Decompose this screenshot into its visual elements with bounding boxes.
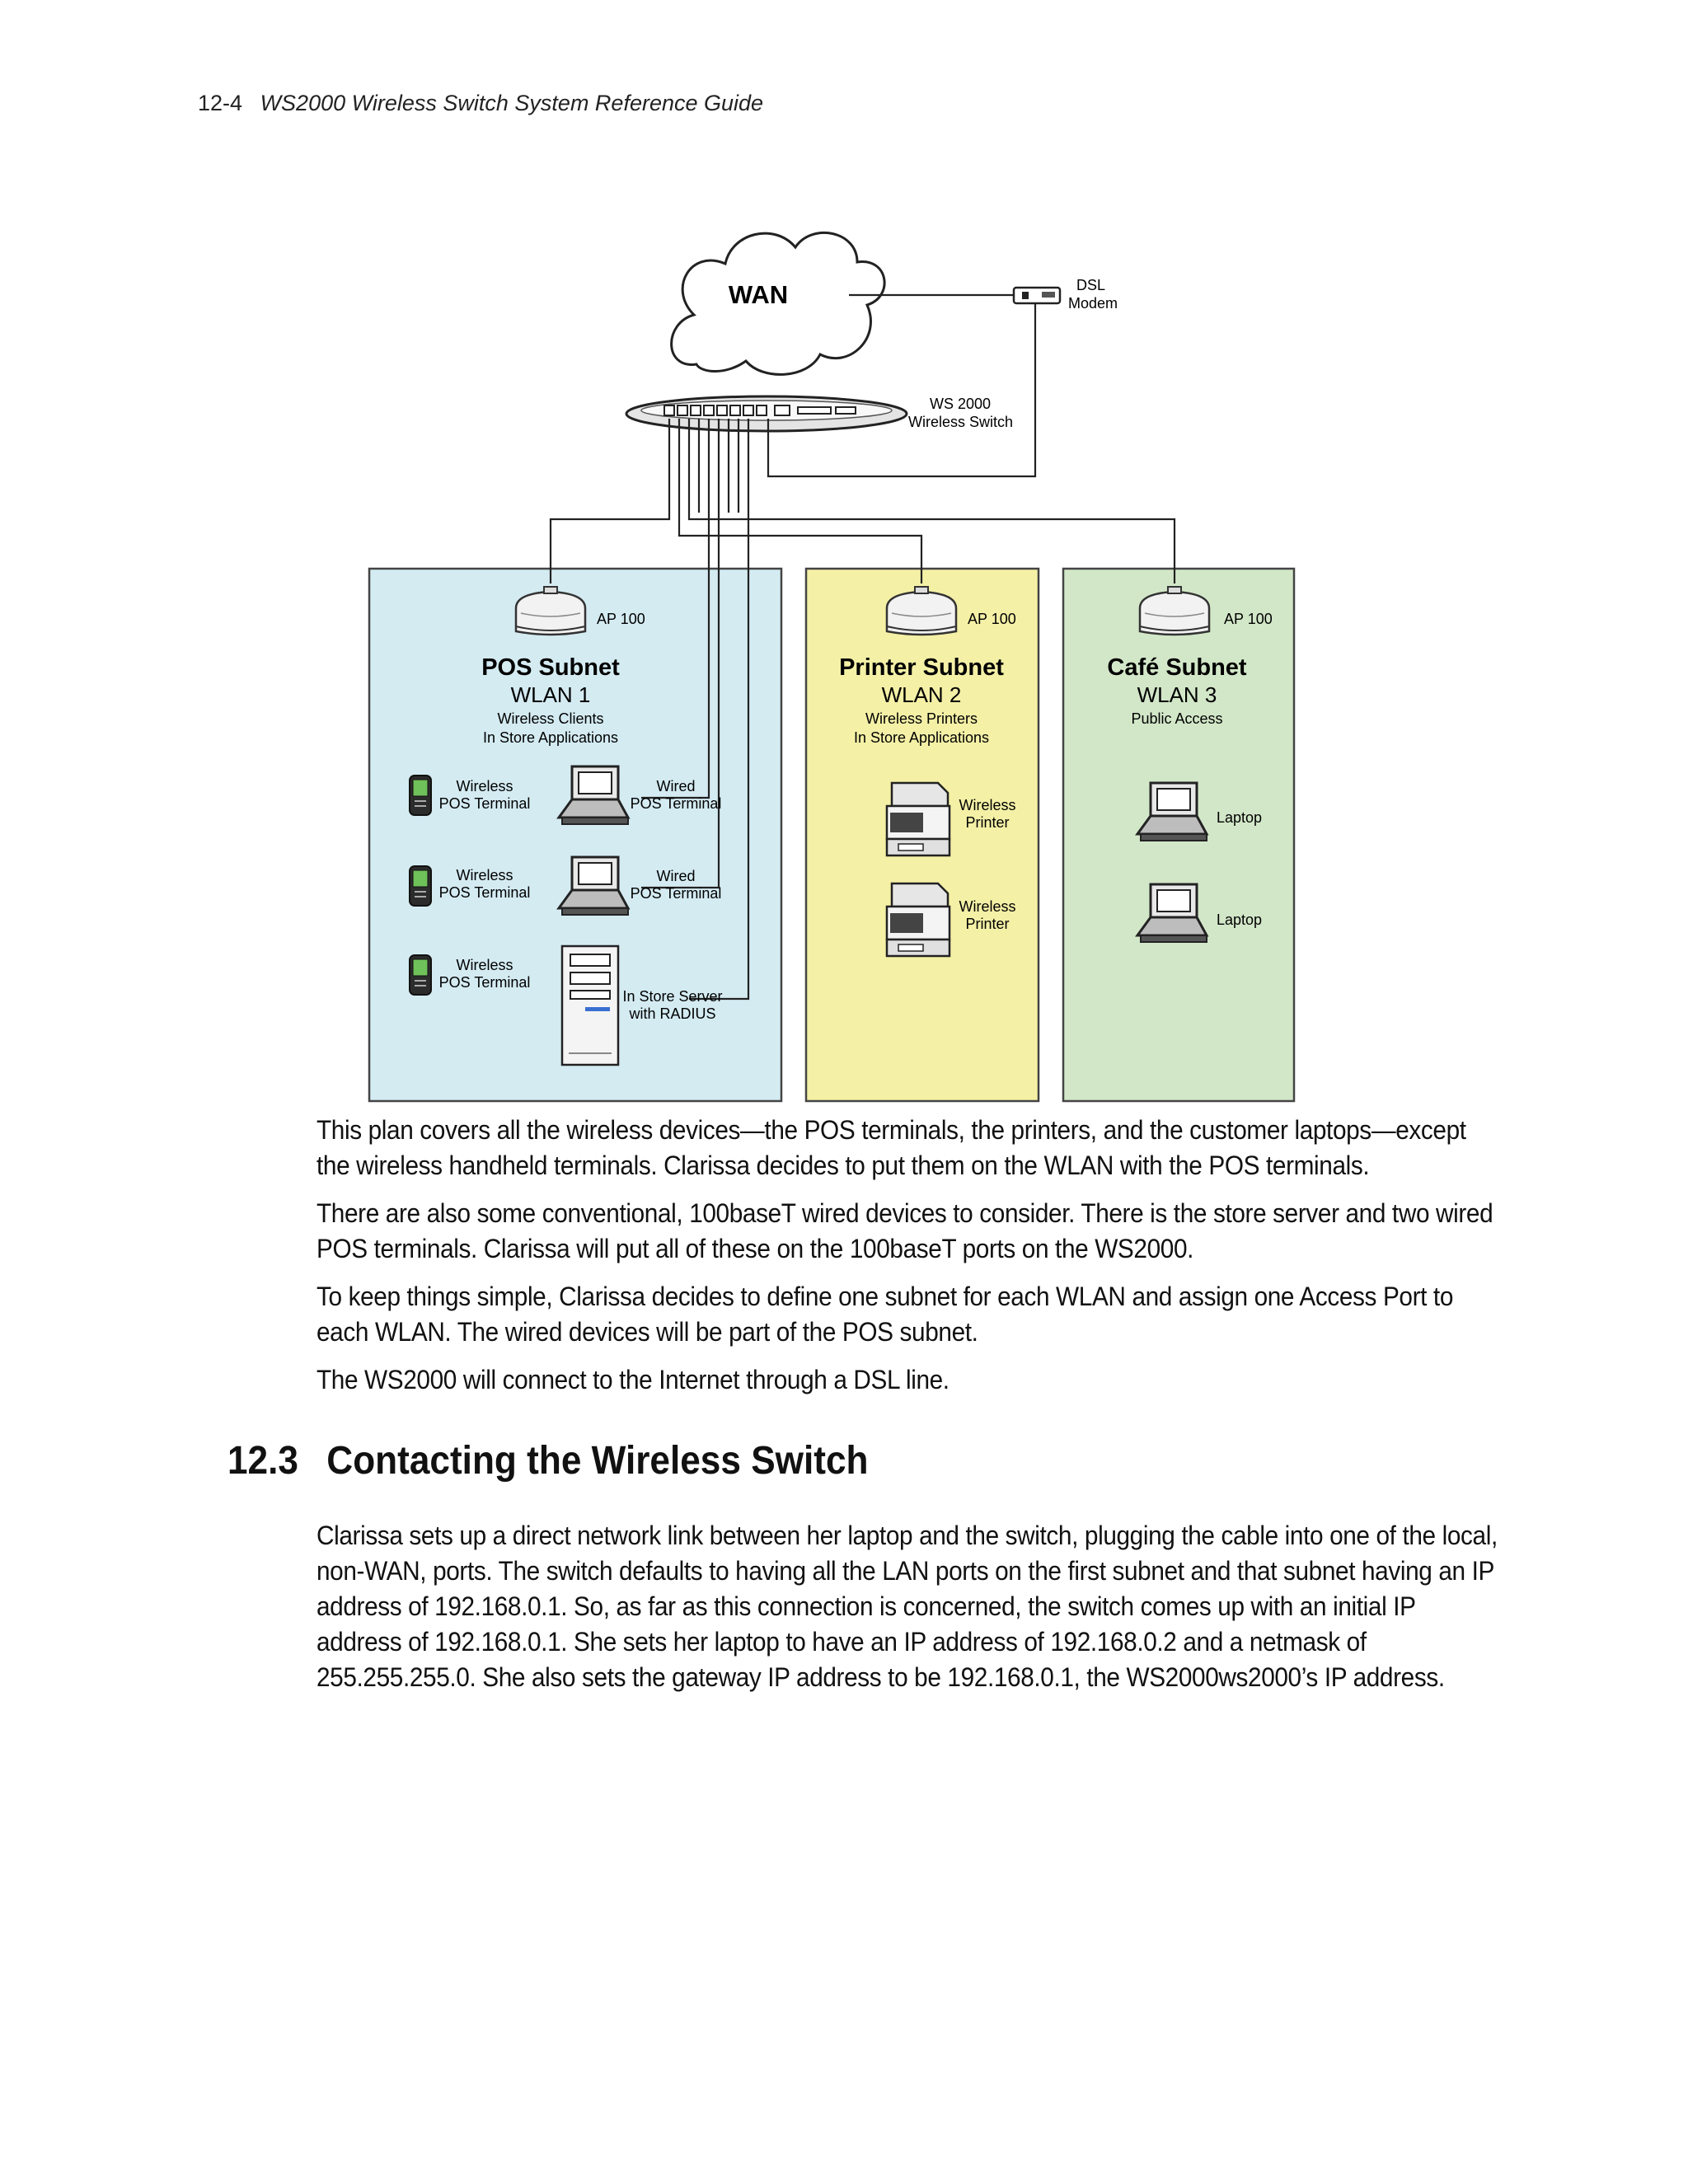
dsl-label-2: Modem: [1068, 295, 1118, 312]
cafe-subnet-desc-1: Public Access: [1131, 710, 1222, 727]
printer-subnet-desc-1: Wireless Printers: [865, 710, 978, 727]
wireless-pos-terminal-icon: [409, 954, 432, 996]
wireless-pos-label-1a: Wireless: [456, 778, 513, 794]
ap-label-cafe: AP 100: [1224, 611, 1273, 627]
wired-pos-label-1b: POS Terminal: [631, 795, 722, 812]
ap-label-pos: AP 100: [597, 611, 645, 627]
in-store-server-icon: [560, 944, 620, 1066]
wan-label: WAN: [729, 280, 788, 309]
switch-label-2: Wireless Switch: [908, 414, 1013, 430]
paragraph: To keep things simple, Clarissa decides …: [316, 1282, 1454, 1347]
wireless-pos-label-3b: POS Terminal: [439, 974, 531, 991]
section-title: Contacting the Wireless Switch: [326, 1439, 869, 1483]
paragraph: There are also some conventional, 100bas…: [316, 1198, 1493, 1263]
cafe-subnet-wlan: WLAN 3: [1137, 682, 1217, 707]
section-body: Clarissa sets up a direct network link b…: [316, 1518, 1498, 1708]
section-number: 12.3: [227, 1439, 298, 1483]
pos-subnet-title: POS Subnet: [481, 654, 620, 681]
wireless-printer-icon: [885, 781, 951, 857]
wireless-pos-label-2a: Wireless: [456, 867, 513, 883]
paragraph: The WS2000 will connect to the Internet …: [316, 1365, 950, 1394]
cafe-subnet-title: Café Subnet: [1107, 654, 1247, 681]
pos-subnet-desc-1: Wireless Clients: [497, 710, 603, 727]
wireless-pos-terminal-icon: [409, 775, 432, 816]
page-header: 12-4 WS2000 Wireless Switch System Refer…: [198, 91, 763, 116]
section-heading: 12.3 Contacting the Wireless Switch: [227, 1438, 869, 1483]
pos-subnet-wlan: WLAN 1: [511, 682, 591, 707]
pos-subnet-desc-2: In Store Applications: [483, 729, 618, 746]
printer-subnet-desc-2: In Store Applications: [854, 729, 989, 746]
server-label-2: with RADIUS: [628, 1005, 715, 1022]
printer-subnet-wlan: WLAN 2: [882, 682, 962, 707]
ws2000-switch: [625, 395, 908, 433]
wired-pos-label-2b: POS Terminal: [631, 885, 722, 902]
printer-subnet-title: Printer Subnet: [839, 654, 1004, 681]
connection-lines: [549, 293, 1176, 1001]
body-paragraphs: This plan covers all the wireless device…: [316, 1113, 1493, 1410]
wireless-pos-label-3a: Wireless: [456, 957, 513, 973]
page-number: 12-4: [198, 91, 243, 115]
paragraph: This plan covers all the wireless device…: [316, 1115, 1466, 1180]
printer-label-2a: Wireless: [959, 898, 1015, 915]
dsl-modem: [1012, 286, 1062, 305]
printer-label-2b: Printer: [965, 916, 1009, 932]
wireless-pos-label-2b: POS Terminal: [439, 884, 531, 901]
server-label-1: In Store Server: [622, 988, 722, 1005]
wireless-pos-terminal-icon: [409, 865, 432, 907]
dsl-label-1: DSL: [1076, 277, 1105, 293]
ap-label-printer: AP 100: [968, 611, 1016, 627]
printer-label-1b: Printer: [965, 814, 1009, 831]
printer-label-1a: Wireless: [959, 797, 1015, 813]
wireless-pos-label-1b: POS Terminal: [439, 795, 531, 812]
laptop-label-2: Laptop: [1217, 912, 1262, 928]
laptop-label-1: Laptop: [1217, 809, 1262, 826]
wireless-printer-icon: [885, 882, 951, 958]
wired-pos-label-1a: Wired: [656, 778, 695, 794]
paragraph: Clarissa sets up a direct network link b…: [316, 1521, 1498, 1692]
wired-pos-label-2a: Wired: [656, 868, 695, 884]
wan-cloud: [670, 231, 886, 376]
guide-title: WS2000 Wireless Switch System Reference …: [260, 91, 764, 115]
network-diagram: WAN DSL Modem WS 2000 Wireless Switch: [368, 231, 1296, 1103]
switch-label-1: WS 2000: [930, 396, 991, 412]
